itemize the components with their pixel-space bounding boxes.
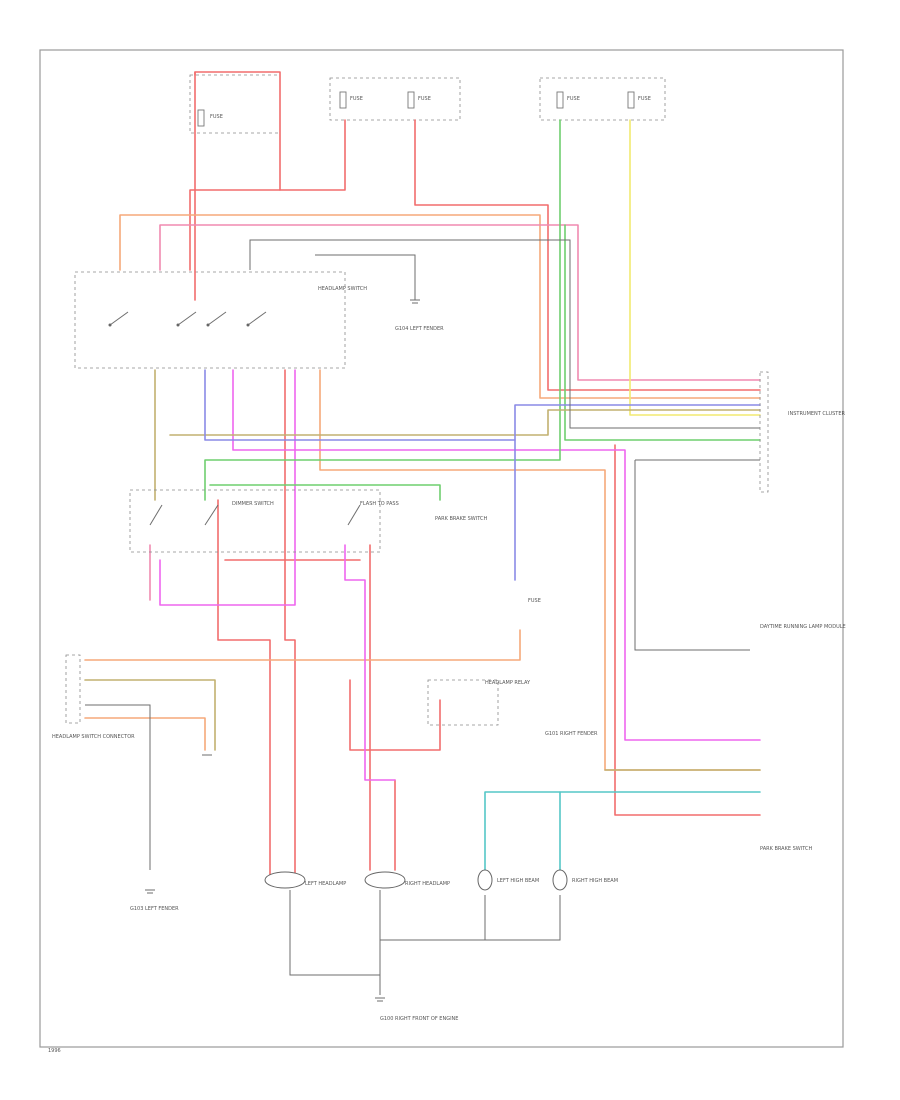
blue-wires bbox=[204, 369, 761, 581]
yellow-wire bbox=[629, 119, 761, 416]
headlamp-relay-box bbox=[427, 679, 499, 726]
right-headlamp-label: RIGHT HEADLAMP bbox=[405, 881, 450, 887]
daytime-module-label: DAYTIME RUNNING LAMP MODULE bbox=[760, 624, 846, 630]
corner-label: 1996 bbox=[48, 1048, 61, 1054]
black-wires bbox=[85, 239, 760, 995]
flash-to-pass-label: FLASH TO PASS bbox=[360, 501, 399, 507]
ground-label-top: G104 LEFT FENDER bbox=[395, 326, 444, 332]
fuse-block-3 bbox=[539, 77, 666, 121]
instrument-cluster-label: INSTRUMENT CLUSTER bbox=[788, 411, 846, 417]
headlamp-relay-label: HEADLAMP RELAY bbox=[485, 680, 531, 686]
ground-label-bottom: G100 RIGHT FRONT OF ENGINE bbox=[380, 1016, 458, 1022]
fuse-label-5: FUSE bbox=[638, 96, 651, 102]
diagram-frame bbox=[39, 49, 844, 1048]
fuse-label-2: FUSE bbox=[350, 96, 363, 102]
fuse-label-1: FUSE bbox=[210, 114, 223, 120]
right-high-beam-label: RIGHT HIGH BEAM bbox=[572, 878, 618, 884]
left-high-beam-label: LEFT HIGH BEAM bbox=[497, 878, 539, 884]
teal-wires bbox=[484, 791, 761, 871]
park-brake-label: PARK BRAKE SWITCH bbox=[435, 516, 487, 522]
fuse-symbols bbox=[197, 91, 635, 127]
left-connector-label: HEADLAMP SWITCH CONNECTOR bbox=[52, 734, 135, 740]
dimmer-contacts bbox=[149, 504, 361, 526]
fuse-label-3: FUSE bbox=[418, 96, 431, 102]
dimmer-switch-label: DIMMER SWITCH bbox=[232, 501, 274, 507]
park-brake-switch-label: PARK BRAKE SWITCH bbox=[760, 846, 812, 852]
olive-wires bbox=[84, 369, 761, 771]
left-headlamp-label: LEFT HEADLAMP bbox=[305, 881, 346, 887]
instrument-cluster-box bbox=[759, 371, 769, 493]
pink-wires bbox=[149, 224, 761, 781]
headlamp-symbols bbox=[264, 869, 568, 891]
fuse-label-6: FUSE bbox=[528, 598, 541, 604]
ground-symbols bbox=[145, 299, 420, 1002]
headlamp-switch-label: HEADLAMP SWITCH bbox=[318, 286, 367, 292]
orange-wires bbox=[84, 214, 761, 771]
left-connector-box bbox=[65, 654, 81, 724]
switch-contacts bbox=[108, 311, 267, 327]
fuse-block-1 bbox=[189, 74, 281, 134]
green-wires bbox=[204, 119, 761, 501]
red-wires bbox=[189, 71, 761, 881]
headlamp-switch-box bbox=[74, 271, 346, 369]
ground-label-left: G103 LEFT FENDER bbox=[130, 906, 179, 912]
fuse-label-4: FUSE bbox=[567, 96, 580, 102]
dimmer-switch-box bbox=[129, 489, 381, 553]
fuse-block-2 bbox=[329, 77, 461, 121]
ground-label-right: G101 RIGHT FENDER bbox=[545, 731, 598, 737]
